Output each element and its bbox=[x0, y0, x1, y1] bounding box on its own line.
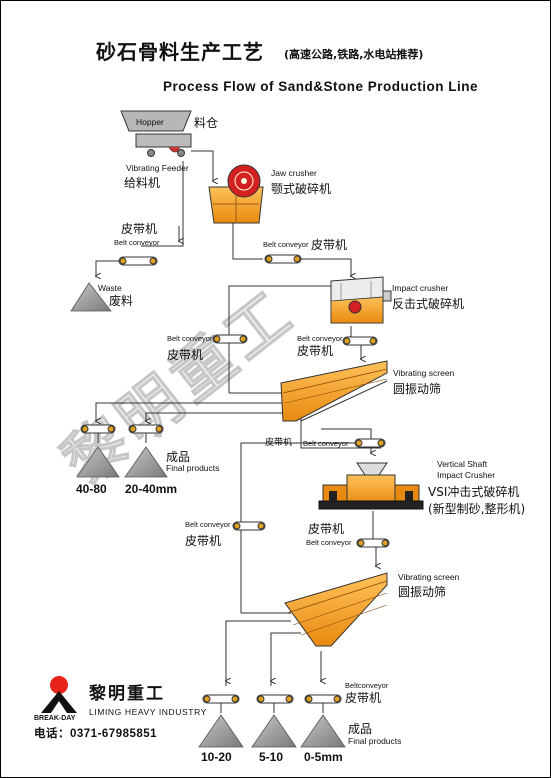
screen2-label-cn: 圆振动筛 bbox=[398, 585, 447, 599]
brand-logo bbox=[41, 676, 77, 713]
belt3-label-en: Belt conveyor bbox=[167, 334, 213, 343]
brand-phone: 电话：0371-67985851 bbox=[34, 728, 158, 740]
waste-label-cn: 废料 bbox=[109, 294, 134, 308]
belt6-label-en: Belt conveyor bbox=[185, 520, 231, 529]
belt2-label-cn: 皮带机 bbox=[311, 238, 348, 252]
jaw-label-en: Jaw crusher bbox=[271, 168, 317, 178]
belt8-label-cn: 皮带机 bbox=[345, 691, 382, 705]
hopper-label-cn: 料仓 bbox=[194, 116, 219, 130]
vsi-label-cn: VSI冲击式破碎机 bbox=[428, 485, 520, 499]
screen2-label-en: Vibrating screen bbox=[398, 572, 460, 582]
vsi-crusher bbox=[318, 462, 424, 510]
stockpiles bbox=[70, 282, 346, 748]
feeder-label-en: Vibrating Feeder bbox=[126, 163, 189, 173]
product1-label-en: Final products bbox=[166, 463, 220, 473]
waste-pile bbox=[70, 282, 112, 312]
vibrating-screen-2 bbox=[284, 572, 388, 647]
impact-label-cn: 反击式破碎机 bbox=[392, 297, 465, 311]
feeder-label-cn: 给料机 bbox=[124, 176, 161, 190]
belt-conveyor-out-5 bbox=[304, 694, 342, 704]
belt-conveyor-4 bbox=[342, 336, 378, 346]
belt-conveyor-7 bbox=[356, 538, 390, 548]
belt-conveyor-1 bbox=[118, 256, 158, 266]
belt7-label-en: Belt conveyor bbox=[306, 538, 352, 547]
belt8-label-en: Beltconveyor bbox=[345, 681, 389, 690]
belt2-label-en: Belt conveyor bbox=[263, 240, 309, 249]
belt1-label-cn: 皮带机 bbox=[121, 222, 158, 236]
product-size-40-80: 40-80 bbox=[76, 482, 107, 496]
product-size-5-10: 5-10 bbox=[259, 750, 284, 764]
impact-label-en: Impact crusher bbox=[392, 283, 449, 293]
belt5-label-cn: 皮带机 bbox=[265, 437, 293, 447]
pile-20-40 bbox=[124, 446, 168, 478]
hopper bbox=[120, 110, 192, 132]
waste-label-en: Waste bbox=[98, 283, 122, 293]
belt4-label-en: Belt conveyor bbox=[297, 334, 343, 343]
jaw-label-cn: 颚式破碎机 bbox=[271, 182, 332, 196]
belt-conveyor-out-4 bbox=[256, 694, 294, 704]
product2-label-cn: 成品 bbox=[348, 722, 373, 736]
screen1-label-cn: 圆振动筛 bbox=[393, 382, 442, 396]
hopper-label-en: Hopper bbox=[136, 117, 164, 127]
jaw-crusher bbox=[208, 164, 264, 224]
title-cn-subtitle: (高速公路,铁路,水电站推荐) bbox=[284, 48, 424, 61]
belt-conveyors bbox=[80, 254, 390, 704]
belt-conveyor-out-1 bbox=[80, 424, 116, 434]
flow-lines bbox=[96, 150, 381, 713]
belt1-label-en: Belt conveyor bbox=[114, 238, 160, 247]
vibrating-feeder bbox=[135, 133, 192, 157]
pile-40-80 bbox=[76, 446, 120, 478]
brand-name-en: LIMING HEAVY INDUSTRY bbox=[89, 707, 207, 717]
product2-label-en: Final products bbox=[348, 736, 402, 746]
belt5-label-en: Belt conveyor bbox=[303, 439, 349, 448]
title-en: Process Flow of Sand&Stone Production Li… bbox=[163, 79, 479, 94]
product-size-0-5: 0-5mm bbox=[304, 750, 343, 764]
pile-5-10 bbox=[251, 714, 297, 748]
vsi-label-en-2: Impact Crusher bbox=[437, 470, 496, 480]
product-size-10-20: 10-20 bbox=[201, 750, 232, 764]
belt3-label-cn: 皮带机 bbox=[167, 348, 204, 362]
product1-label-cn: 成品 bbox=[166, 450, 191, 464]
product-size-20-40: 20-40mm bbox=[125, 482, 178, 496]
vibrating-screen-1 bbox=[280, 360, 388, 422]
vsi-label-en-1: Vertical Shaft bbox=[437, 459, 488, 469]
belt6-label-cn: 皮带机 bbox=[185, 534, 222, 548]
title-cn: 砂石骨料生产工艺 bbox=[96, 40, 264, 64]
brand-name-cn: 黎明重工 bbox=[89, 684, 165, 704]
belt-conveyor-out-2 bbox=[128, 424, 164, 434]
belt-conveyor-6 bbox=[232, 521, 266, 531]
belt-conveyor-out-3 bbox=[202, 694, 240, 704]
belt-conveyor-2 bbox=[264, 254, 302, 264]
belt-conveyor-5 bbox=[354, 438, 386, 448]
belt7-label-cn: 皮带机 bbox=[308, 522, 345, 536]
belt4-label-cn: 皮带机 bbox=[297, 344, 334, 358]
impact-crusher bbox=[330, 276, 392, 324]
brand-logo-text: BREAK-DAY bbox=[34, 715, 76, 722]
screen1-label-en: Vibrating screen bbox=[393, 368, 455, 378]
pile-0-5 bbox=[300, 714, 346, 748]
pile-10-20 bbox=[198, 714, 244, 748]
belt-conveyor-3 bbox=[212, 334, 248, 344]
vsi-label-cn-note: (新型制砂,整形机) bbox=[428, 502, 526, 516]
